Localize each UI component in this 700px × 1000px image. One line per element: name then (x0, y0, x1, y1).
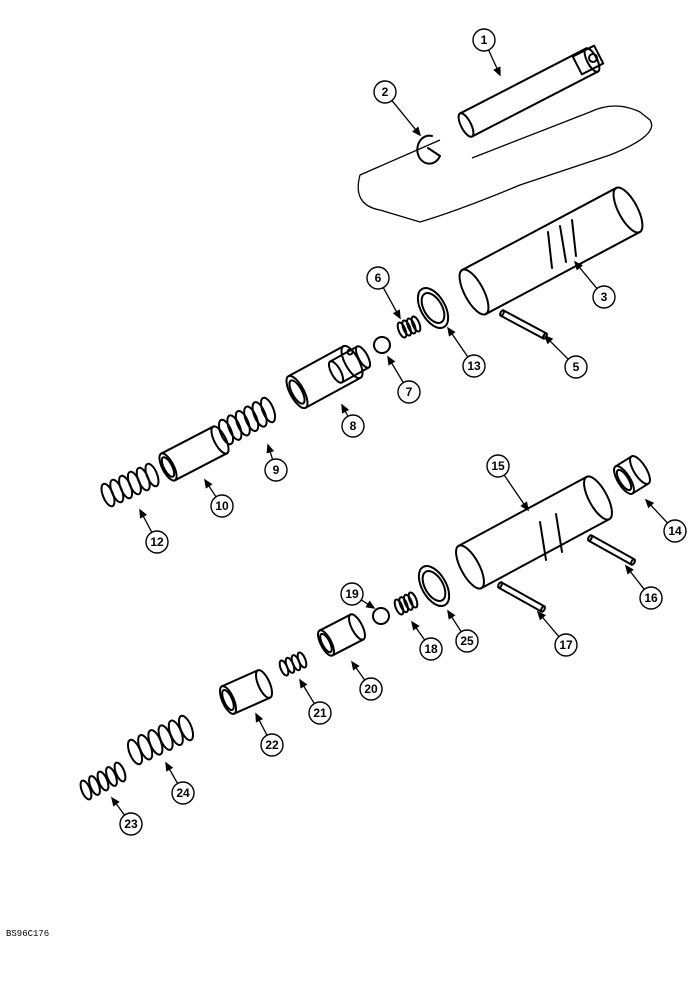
part-sleeve-10 (158, 425, 230, 482)
part-spring-6 (396, 315, 422, 339)
part-roll-pin-16 (587, 534, 636, 566)
arrowhead-19 (365, 600, 376, 609)
arrowhead-21 (299, 678, 308, 689)
callout-label-13: 13 (467, 359, 481, 373)
part-spring-12 (100, 462, 160, 508)
callout-circle-24 (171, 781, 195, 805)
part-spring-18 (393, 591, 419, 616)
callout-circle-2 (373, 80, 397, 104)
callout-circle-20 (359, 677, 383, 701)
callout-circle-8 (341, 414, 365, 438)
arrowhead-18 (411, 620, 420, 631)
callout-circle-10 (210, 494, 234, 518)
arrowhead-24 (165, 761, 174, 772)
arrowhead-23 (111, 796, 120, 807)
callout-circle-14 (663, 519, 687, 543)
callout-circle-6 (366, 266, 390, 290)
callout-circle-5 (564, 355, 588, 379)
callout-label-22: 22 (265, 738, 279, 752)
callout-label-20: 20 (364, 682, 378, 696)
arrowhead-1 (493, 66, 501, 77)
arrowhead-25 (447, 609, 456, 620)
part-snap-ring-2 (416, 134, 441, 165)
callout-circle-23 (119, 812, 143, 836)
part-shaft-1 (457, 44, 605, 138)
part-valve-body-3 (458, 186, 644, 316)
callout-circle-17 (554, 633, 578, 657)
arrowhead-15 (520, 501, 529, 512)
callout-circle-9 (264, 458, 288, 482)
arrowhead-10 (204, 478, 213, 489)
callout-label-9: 9 (273, 463, 280, 477)
callout-label-7: 7 (406, 385, 413, 399)
part-spool-20 (317, 613, 366, 657)
part-roll-pin-5 (499, 309, 548, 340)
callout-label-15: 15 (491, 459, 505, 473)
callout-label-6: 6 (375, 271, 382, 285)
arrowhead-17 (536, 610, 546, 621)
callout-circle-7 (397, 380, 421, 404)
callout-circle-25 (455, 629, 479, 653)
arrowhead-14 (644, 498, 655, 509)
part-spring-21 (278, 651, 308, 677)
arrowhead-12 (139, 508, 148, 519)
callout-label-16: 16 (644, 591, 658, 605)
callout-label-10: 10 (215, 499, 229, 513)
assembly-outline (357, 105, 653, 223)
arrowhead-8 (341, 403, 350, 414)
callout-label-12: 12 (150, 535, 164, 549)
part-seal-ring-13 (416, 287, 450, 329)
callout-label-21: 21 (313, 706, 327, 720)
callout-circle-13 (462, 354, 486, 378)
arrowhead-16 (624, 564, 634, 575)
arrowhead-7 (387, 355, 396, 366)
arrowhead-3 (573, 260, 583, 271)
callout-label-1: 1 (481, 33, 488, 47)
part-seal-ring-25 (417, 565, 451, 607)
callout-circle-16 (639, 586, 663, 610)
callout-circle-15 (486, 454, 510, 478)
part-spring-24 (126, 714, 195, 766)
part-sleeve-22 (218, 669, 274, 715)
callout-label-23: 23 (124, 817, 138, 831)
arrowhead-20 (351, 660, 360, 671)
callout-label-17: 17 (559, 638, 573, 652)
callout-circle-1 (472, 28, 496, 52)
callout-label-2: 2 (382, 85, 389, 99)
part-ball-19 (372, 607, 390, 625)
drawing-code: BS96C176 (6, 929, 49, 939)
arrowhead-6 (392, 309, 401, 320)
callout-label-19: 19 (345, 587, 359, 601)
callout-label-25: 25 (460, 634, 474, 648)
callout-label-5: 5 (573, 360, 580, 374)
callout-circle-3 (592, 285, 616, 309)
part-ball-7 (373, 336, 391, 354)
callout-label-18: 18 (424, 642, 438, 656)
callout-circle-12 (145, 530, 169, 554)
callout-label-8: 8 (350, 419, 357, 433)
callout-circle-19 (340, 582, 364, 606)
callout-label-3: 3 (601, 290, 608, 304)
part-spring-9 (217, 396, 277, 446)
part-valve-body-15 (455, 475, 613, 590)
arrowhead-13 (447, 326, 456, 337)
arrowhead-9 (266, 443, 275, 454)
callout-circle-22 (260, 733, 284, 757)
callout-circle-18 (419, 637, 443, 661)
part-roll-pin-17 (497, 581, 546, 613)
callout-label-14: 14 (668, 524, 682, 538)
arrowhead-22 (255, 712, 264, 723)
part-spring-23 (79, 761, 127, 801)
part-cap-14 (613, 455, 651, 495)
leaders-layer (111, 49, 668, 816)
callout-circle-21 (308, 701, 332, 725)
callout-label-24: 24 (176, 786, 190, 800)
arrowhead-5 (543, 334, 554, 345)
arrowhead-2 (412, 126, 422, 137)
part-spool-8 (285, 344, 372, 410)
